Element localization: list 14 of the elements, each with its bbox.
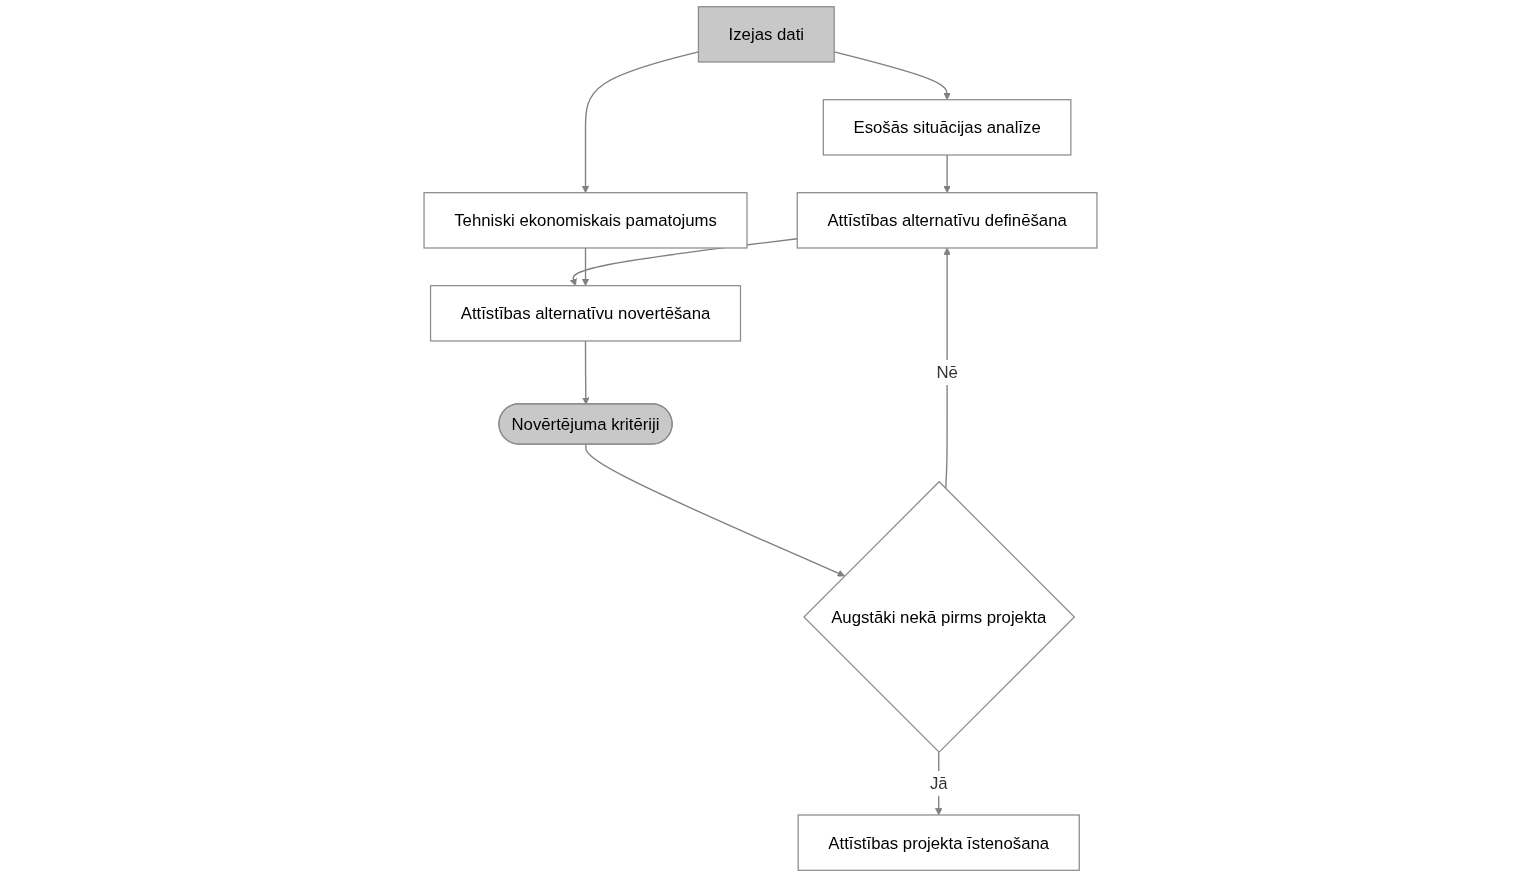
arrow (585, 443, 845, 577)
node-box: Attīstības alternatīvu novertēšana (429, 285, 742, 342)
node-box: Attīstības projekta īstenošana (797, 814, 1080, 871)
arrow (582, 340, 590, 405)
node-box: Izejas dati (697, 6, 835, 63)
arrow (943, 154, 951, 194)
edge-label: Nē (936, 363, 958, 382)
node-box: Attīstības alternatīvu definēšana (796, 192, 1098, 249)
node-box: Tehniski ekonomiskais pamatojums (423, 192, 748, 249)
arrow (581, 247, 590, 286)
node-diamond: Augstāki nekā pirms projekta (803, 480, 1076, 754)
edge-label: Jā (929, 774, 948, 793)
node-box: Esošās situācijas analīze (822, 99, 1072, 156)
arrow (943, 247, 951, 490)
